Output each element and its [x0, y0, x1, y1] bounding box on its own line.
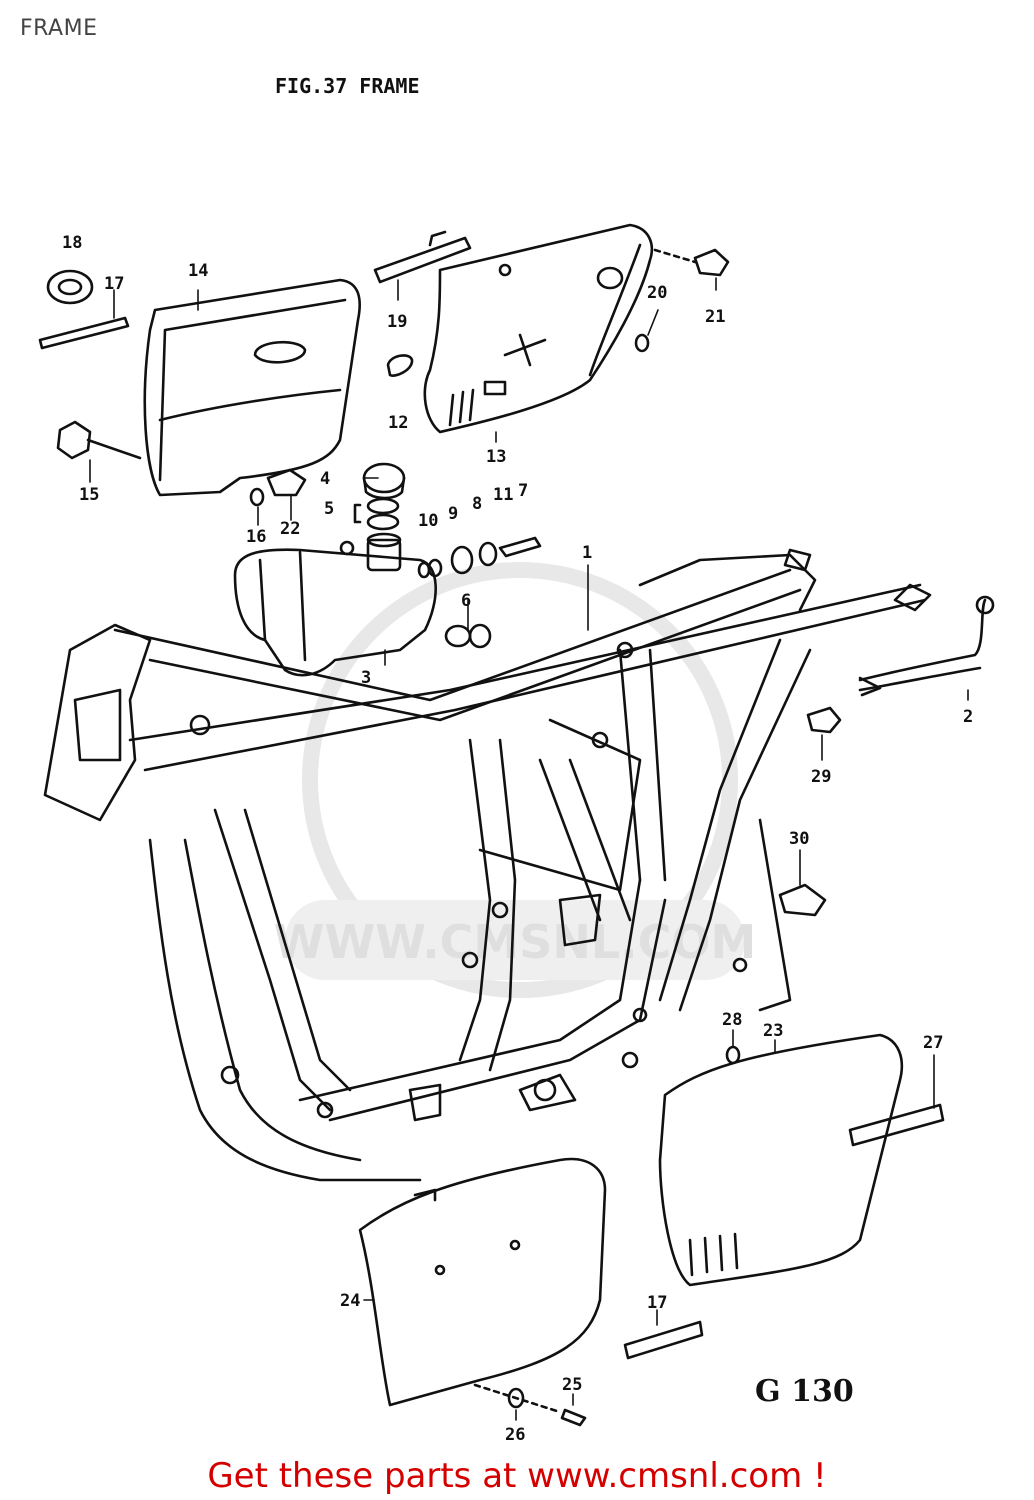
part-label-17-lower: 17 — [647, 1293, 667, 1313]
part-label-29: 29 — [811, 767, 831, 787]
part-label-30: 30 — [789, 829, 809, 849]
part-label-28: 28 — [722, 1010, 742, 1030]
emblem-strip-part-17-lower — [623, 1320, 704, 1360]
watermark-text: WWW.CMSNL.COM — [274, 915, 757, 969]
grab-bracket-part-2 — [858, 595, 995, 697]
part-label-13: 13 — [486, 447, 506, 467]
part-label-4: 4 — [320, 469, 330, 489]
cmsnl-parts-link[interactable]: Get these parts at www.cmsnl.com ! — [207, 1456, 827, 1496]
part-label-27: 27 — [923, 1033, 943, 1053]
figure-title: FIG.37 FRAME — [275, 74, 420, 98]
knob-part-15 — [56, 420, 142, 460]
main-frame — [43, 548, 932, 1182]
trim-strip-part-17-upper — [38, 316, 130, 350]
part-label-5: 5 — [324, 499, 334, 519]
part-label-23: 23 — [763, 1021, 783, 1041]
oil-tank-part-3 — [233, 532, 437, 677]
part-label-24: 24 — [340, 1291, 360, 1311]
rear-panel-part-23 — [658, 1033, 904, 1287]
front-panel-part-24 — [358, 1157, 607, 1407]
part-label-22: 22 — [280, 519, 300, 539]
part-label-21: 21 — [705, 307, 725, 327]
part-label-12: 12 — [388, 413, 408, 433]
page-label: FRAME — [20, 16, 98, 41]
part-label-20: 20 — [647, 283, 667, 303]
clip-parts-16-22 — [249, 468, 307, 507]
part-number-labels: 1 2 3 4 5 6 7 8 9 10 11 12 13 14 15 16 1… — [62, 233, 973, 1445]
part-label-11: 11 — [493, 485, 513, 505]
part-label-6: 6 — [461, 591, 471, 611]
part-label-18: 18 — [62, 233, 82, 253]
oil-cap-part-4 — [362, 462, 406, 500]
screw-parts-25-26 — [473, 1383, 587, 1427]
part-label-8: 8 — [472, 494, 482, 514]
part-label-26: 26 — [505, 1425, 525, 1445]
grommet-part-12 — [386, 354, 414, 377]
part-label-9: 9 — [448, 504, 458, 524]
part-label-15: 15 — [79, 485, 99, 505]
part-label-17-upper: 17 — [104, 274, 124, 294]
bolt-stack-parts-6-10 — [417, 536, 542, 649]
part-label-16: 16 — [246, 527, 266, 547]
fastener-parts-28-29-30 — [725, 706, 842, 1065]
part-label-25: 25 — [562, 1375, 582, 1395]
gasket-part-5 — [353, 497, 400, 531]
watermark: WWW.CMSNL.COM — [274, 562, 757, 998]
part-label-7: 7 — [518, 481, 528, 501]
emblem-part-27 — [848, 1103, 945, 1147]
bracket-part-19 — [373, 230, 472, 284]
right-side-cover-part-13 — [423, 223, 654, 434]
grommet-part-18 — [46, 269, 94, 305]
part-label-19: 19 — [387, 312, 407, 332]
leader-lines — [89, 277, 969, 1421]
figure-code: G 130 — [755, 1374, 854, 1409]
part-label-14: 14 — [188, 261, 208, 281]
part-label-2: 2 — [963, 707, 973, 727]
part-label-10: 10 — [418, 511, 438, 531]
part-label-1: 1 — [582, 543, 592, 563]
part-label-3: 3 — [361, 668, 371, 688]
left-side-cover-part-14 — [143, 278, 361, 497]
fastener-parts-20-21 — [634, 248, 730, 353]
